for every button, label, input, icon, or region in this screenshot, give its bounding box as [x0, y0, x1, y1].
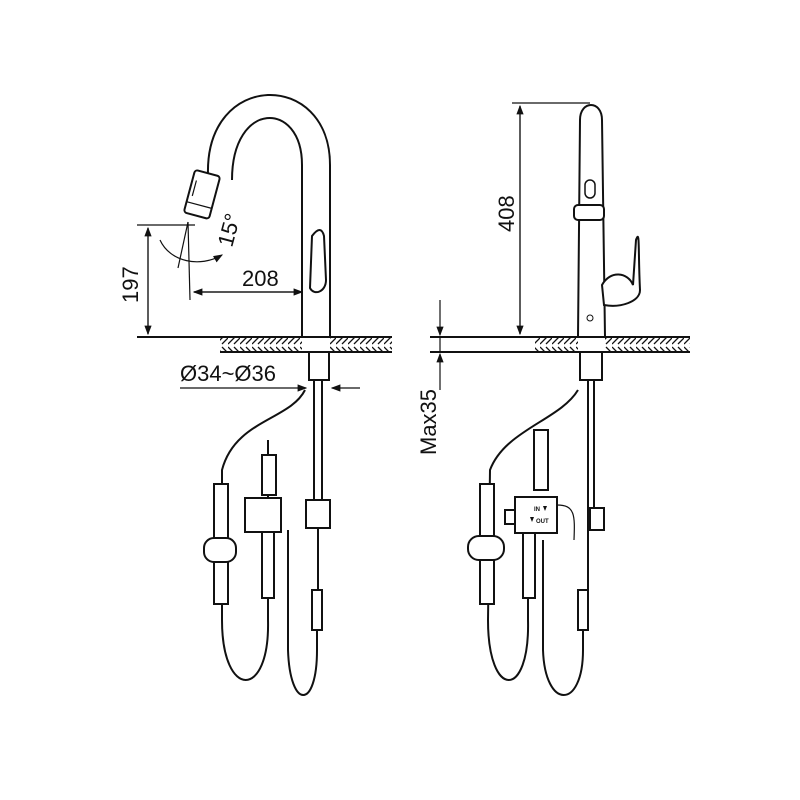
flow-arrow-icon — [530, 506, 547, 522]
valve-side-port — [504, 509, 516, 525]
sensor-cable — [221, 389, 306, 681]
gooseneck-inner — [231, 116, 303, 337]
inlet-connector — [533, 429, 549, 491]
lever-handle — [308, 229, 328, 294]
battery-box — [203, 537, 237, 563]
valve-out-label: OUT — [536, 519, 549, 525]
angle-line — [177, 221, 189, 269]
pull-out-hose — [287, 530, 318, 696]
sensor-icon — [586, 314, 594, 322]
pipe-nut — [589, 507, 605, 531]
sensor-window — [584, 179, 596, 199]
right-front-view: 408 Max35 IN OUT — [416, 102, 690, 696]
hose-connector — [577, 589, 589, 631]
solenoid-valve — [514, 496, 558, 534]
hose-connector — [311, 589, 323, 631]
hole-label: Ø34~Ø36 — [180, 361, 276, 386]
pull-out-hose — [542, 540, 584, 696]
gooseneck-outer — [206, 94, 331, 337]
valve-in-label: IN — [534, 507, 540, 513]
height-label: 408 — [494, 195, 519, 232]
shank — [579, 351, 603, 381]
supply-pipes — [313, 380, 323, 500]
countertop-hatch — [535, 338, 578, 352]
sensor-cable — [486, 389, 579, 681]
lever-handle — [600, 235, 642, 307]
height-label: 197 — [118, 266, 143, 303]
countertop-hatch — [220, 338, 302, 352]
inlet-connector — [261, 454, 277, 496]
countertop-hatch — [605, 338, 690, 352]
thickness-label: Max35 — [416, 389, 441, 455]
shank — [308, 351, 330, 381]
valve-outlet-pipe — [522, 532, 536, 599]
pipe-nut — [305, 499, 331, 529]
spray-head — [573, 204, 605, 221]
left-side-view: 15° 197 208 Ø34~Ø36 — [118, 94, 392, 696]
countertop-hatch — [330, 338, 392, 352]
reach-label: 208 — [242, 266, 279, 291]
supply-pipes — [587, 380, 595, 590]
spray-head — [183, 169, 221, 220]
valve-wire — [556, 504, 575, 541]
valve-outlet-pipe — [261, 531, 275, 599]
angle-label: 15° — [213, 211, 246, 250]
solenoid-valve — [244, 497, 282, 533]
battery-box — [467, 535, 505, 561]
angle-arc — [159, 239, 224, 263]
